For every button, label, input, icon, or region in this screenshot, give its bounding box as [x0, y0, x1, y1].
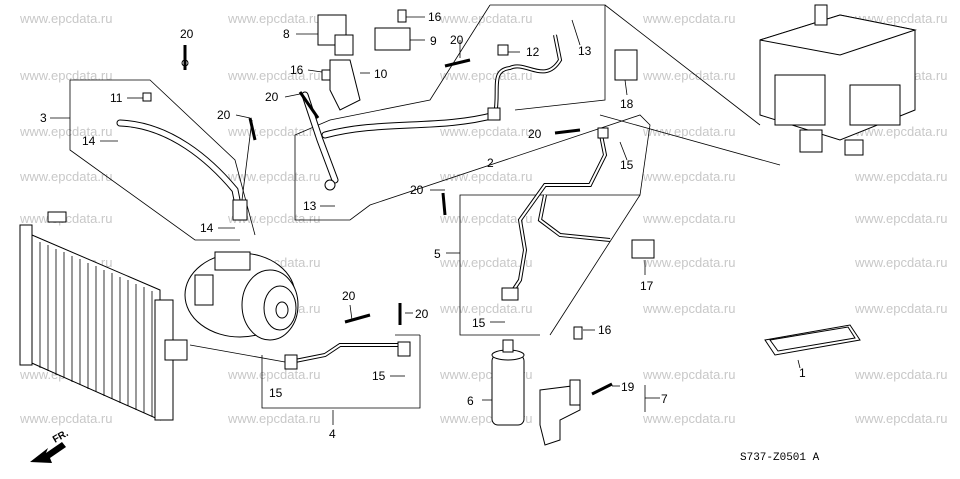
watermark: www.epcdata.ru — [227, 169, 321, 184]
callout-20-hose2: 20 — [265, 90, 279, 104]
pipe-4 — [189, 341, 411, 370]
callout-7: 7 — [661, 392, 668, 406]
watermark: www.epcdata.ru — [227, 411, 321, 426]
watermark: www.epcdata.ru — [439, 169, 533, 184]
callout-15-evap: 15 — [620, 158, 634, 172]
callout-14-upper: 14 — [82, 134, 96, 148]
discharge-hose-3 — [116, 59, 253, 221]
callout-13-lower: 13 — [303, 199, 317, 213]
watermark: www.epcdata.ru — [227, 68, 321, 83]
front-direction-arrow: FR. — [30, 428, 71, 463]
callout-2: 2 — [487, 156, 494, 170]
watermark: www.epcdata.ru — [439, 124, 533, 139]
watermark: www.epcdata.ru — [642, 169, 736, 184]
watermark: www.epcdata.ru — [854, 367, 948, 382]
callout-20-top: 20 — [450, 33, 464, 47]
evaporator-unit — [759, 4, 917, 156]
watermark: www.epcdata.ru — [19, 169, 113, 184]
watermark: www.epcdata.ru — [854, 301, 948, 316]
callout-18: 18 — [620, 97, 634, 111]
watermark: www.epcdata.ru — [854, 169, 948, 184]
callout-numbers: 1 2 3 4 5 6 7 8 9 10 11 12 13 13 14 14 1… — [40, 10, 806, 441]
watermark: www.epcdata.ru — [227, 367, 321, 382]
callout-13-upper: 13 — [578, 44, 592, 58]
callout-5: 5 — [434, 247, 441, 261]
callout-4: 4 — [329, 427, 336, 441]
watermark: www.epcdata.ru — [439, 211, 533, 226]
bracket-3-top — [70, 79, 256, 236]
callout-19: 19 — [621, 380, 635, 394]
watermark: www.epcdata.ru — [854, 411, 948, 426]
watermark: www.epcdata.ru — [439, 68, 533, 83]
watermark-layer: www.epcdata.ru www.epcdata.ru www.epcdat… — [19, 11, 948, 426]
callout-20-pipe4: 20 — [342, 289, 356, 303]
watermark: www.epcdata.ru — [642, 11, 736, 26]
bracket-2-5 — [294, 4, 651, 336]
direction-label: FR. — [51, 428, 71, 446]
watermark: www.epcdata.ru — [642, 367, 736, 382]
receiver-dryer — [491, 339, 525, 426]
watermark: www.epcdata.ru — [227, 211, 321, 226]
watermark: www.epcdata.ru — [642, 301, 736, 316]
bracket-3-bottom — [69, 80, 240, 241]
condenser — [19, 211, 188, 421]
callout-20-pipe4-right: 20 — [415, 307, 429, 321]
group-brackets — [69, 4, 781, 412]
watermark: www.epcdata.ru — [227, 124, 321, 139]
bracket-2-top — [490, 4, 606, 111]
callout-17: 17 — [640, 279, 654, 293]
watermark: www.epcdata.ru — [19, 68, 113, 83]
bracket-5-right — [549, 194, 641, 336]
watermark: www.epcdata.ru — [854, 255, 948, 270]
callout-3: 3 — [40, 111, 47, 125]
callout-8: 8 — [283, 27, 290, 41]
watermark: www.epcdata.ru — [19, 411, 113, 426]
callout-10: 10 — [374, 67, 388, 81]
bracket-4 — [261, 335, 421, 409]
watermark: www.epcdata.ru — [19, 124, 113, 139]
callout-14-lower: 14 — [200, 221, 214, 235]
callout-20-hose3: 20 — [180, 27, 194, 41]
callout-1: 1 — [799, 366, 806, 380]
callout-16-top: 16 — [428, 10, 442, 24]
caution-label-plate — [764, 324, 861, 356]
watermark: www.epcdata.ru — [439, 301, 533, 316]
callout-20-evap: 20 — [528, 127, 542, 141]
callout-12: 12 — [526, 45, 540, 59]
watermark: www.epcdata.ru — [642, 411, 736, 426]
watermark: www.epcdata.ru — [227, 11, 321, 26]
watermark: www.epcdata.ru — [854, 124, 948, 139]
watermark: www.epcdata.ru — [642, 255, 736, 270]
callout-20-hose3-lower: 20 — [217, 108, 231, 122]
callout-15-pipe5: 15 — [472, 316, 486, 330]
watermark: www.epcdata.ru — [854, 211, 948, 226]
hose-brackets — [317, 9, 509, 111]
callout-11: 11 — [110, 91, 123, 105]
leader-lines — [50, 16, 801, 425]
watermark: www.epcdata.ru — [642, 124, 736, 139]
watermark: www.epcdata.ru — [19, 11, 113, 26]
callout-9: 9 — [430, 34, 437, 48]
fasteners — [142, 45, 613, 396]
watermark: www.epcdata.ru — [642, 68, 736, 83]
watermark: www.epcdata.ru — [642, 211, 736, 226]
watermark: www.epcdata.ru — [439, 255, 533, 270]
liquid-pipe-5 — [501, 127, 611, 301]
callout-20-pipe5: 20 — [410, 183, 424, 197]
callout-6: 6 — [467, 394, 474, 408]
dryer-bracket-7 — [539, 379, 581, 446]
callout-15-pipe4-left: 15 — [269, 386, 283, 400]
callout-16-dryer: 16 — [598, 323, 612, 337]
suction-hose-2 — [301, 34, 563, 191]
callout-15-pipe4: 15 — [372, 369, 386, 383]
compressor — [184, 251, 299, 341]
leader-evap-top — [604, 4, 761, 126]
diagram-code: S737-Z0501 A — [740, 452, 820, 464]
watermark: www.epcdata.ru — [439, 11, 533, 26]
small-parts — [614, 49, 655, 259]
leader-2-evap — [599, 114, 781, 166]
callout-16-left: 16 — [290, 63, 304, 77]
